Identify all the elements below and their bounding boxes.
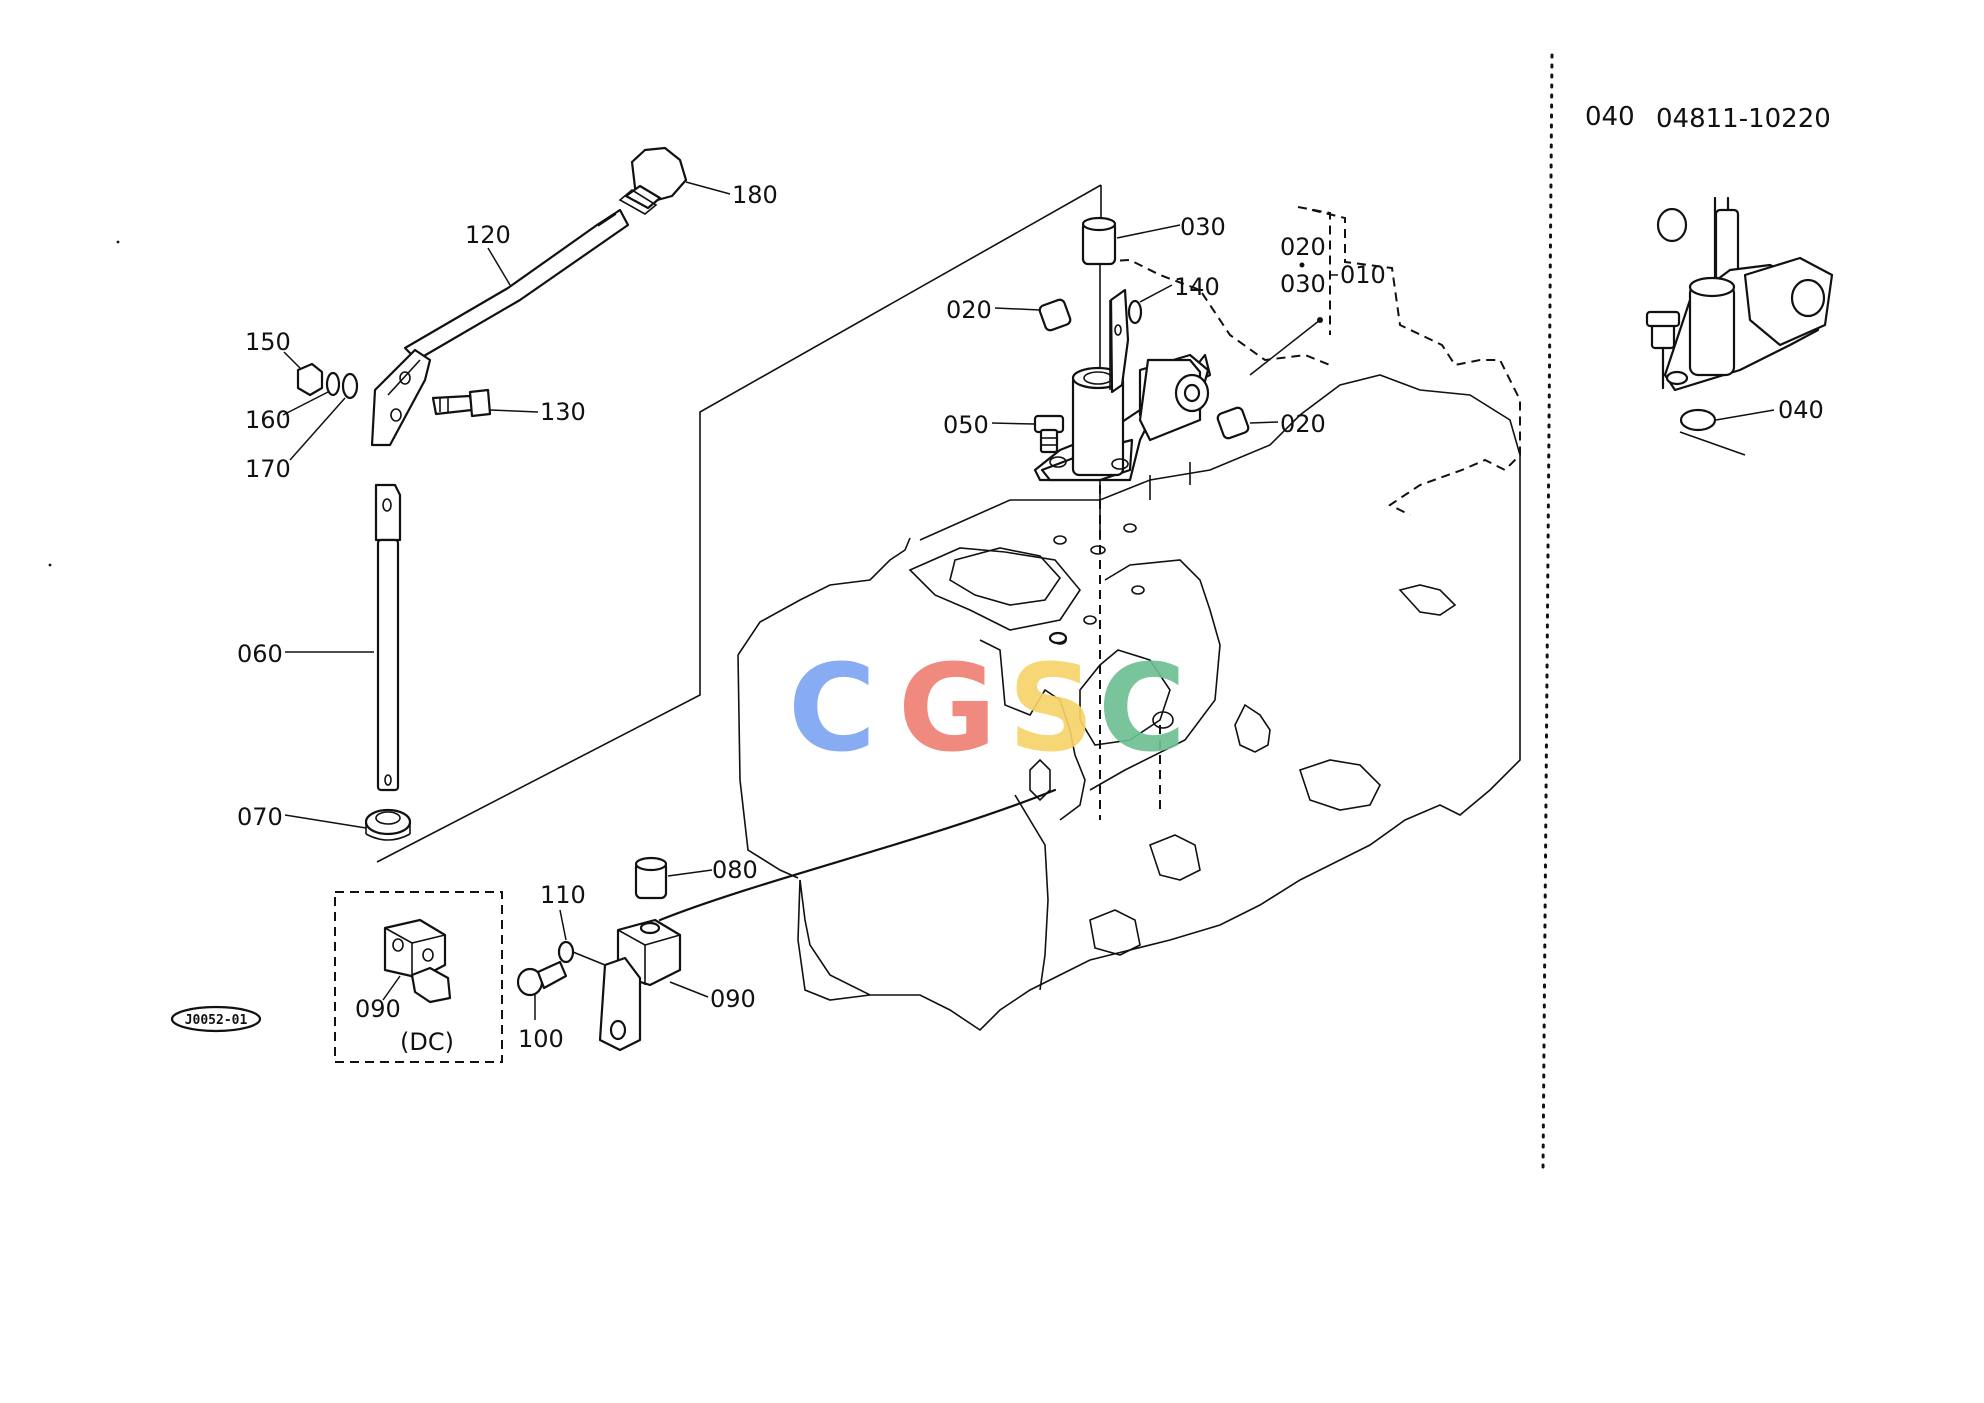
assembly-bracket-010 [1297, 206, 1331, 335]
callout-020-assembly: 020 [1280, 233, 1326, 261]
shift-rod-line [658, 788, 1057, 922]
watermark-letter: C [788, 640, 876, 779]
callout-020-left: 020 [946, 296, 992, 324]
callout-170: 170 [245, 455, 291, 483]
inset-shift-housing [1645, 196, 1834, 456]
drawing-stamp [170, 1005, 262, 1033]
callout-120: 120 [465, 221, 511, 249]
callout-030-assembly: 030 [1280, 270, 1326, 298]
inset-part-number: 04811-10220 [1656, 104, 1831, 134]
watermark-letter: S [1008, 640, 1094, 779]
washer-110 [557, 940, 575, 964]
watermark-logo: C G S C [788, 640, 1186, 779]
knob-180 [618, 146, 688, 215]
callout-160: 160 [245, 406, 291, 434]
callout-140: 140 [1174, 273, 1220, 301]
lever-yoke [370, 348, 432, 447]
shift-lever-120 [403, 208, 630, 362]
bracket-090 [598, 918, 682, 1052]
dc-label: (DC) [400, 1028, 454, 1056]
shift-lever-housing [1033, 265, 1323, 540]
callout-090-bracket: 090 [710, 985, 756, 1013]
bracket-090-dc [383, 918, 452, 1004]
bolt-050 [1033, 414, 1065, 454]
snap-ring-140 [1127, 299, 1143, 325]
callout-070: 070 [237, 803, 283, 831]
callout-060: 060 [237, 640, 283, 668]
washer-160 [325, 371, 341, 397]
shift-rod-060 [374, 483, 402, 792]
transmission-case [737, 209, 1521, 1032]
callout-100: 100 [518, 1025, 564, 1053]
watermark-letter: G [898, 640, 997, 779]
callout-050: 050 [943, 411, 989, 439]
bolt-100 [516, 960, 568, 997]
callout-040: 040 [1778, 396, 1824, 424]
seal-070 [364, 808, 412, 841]
callout-180: 180 [732, 181, 778, 209]
callout-080: 080 [712, 856, 758, 884]
bushing-020-right [1216, 406, 1250, 440]
callout-030-bushing: 030 [1180, 213, 1226, 241]
watermark-letter: C [1098, 640, 1186, 779]
bushing-020-left [1038, 298, 1072, 332]
callout-110: 110 [540, 881, 586, 909]
drawing-stamp-text: J0052-01 [185, 1013, 248, 1028]
dc-variant-box [334, 891, 503, 1063]
callout-130: 130 [540, 398, 586, 426]
callout-020-right: 020 [1280, 410, 1326, 438]
inset-ref-number: 040 [1585, 102, 1635, 132]
bolt-130 [431, 388, 492, 418]
nut-150 [296, 362, 324, 397]
inset-divider [1541, 53, 1554, 1172]
washer-170 [341, 372, 359, 400]
callout-010: 010 [1340, 261, 1386, 289]
callout-150: 150 [245, 328, 291, 356]
callout-090-dc: 090 [355, 995, 401, 1023]
